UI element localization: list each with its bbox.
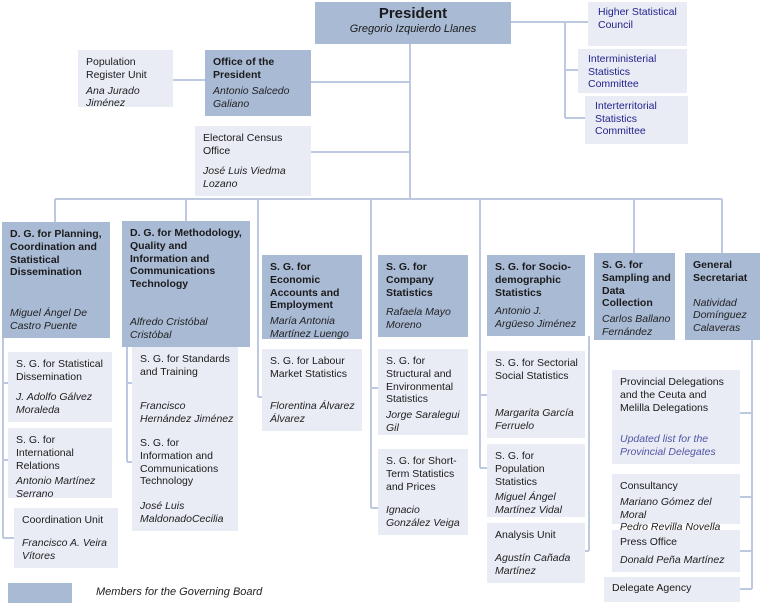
node-title: Coordination Unit — [22, 514, 104, 526]
node-title: Provincial Delegations and the Ceuta and… — [620, 376, 724, 414]
node-title: President — [378, 5, 448, 22]
node-sg-labour-market-statistics: S. G. for Labour Market Statistics Flore… — [262, 349, 362, 431]
node-name: Antonio Martínez Serrano — [16, 475, 96, 501]
node-delegate-agency: Delegate Agency — [604, 577, 740, 602]
node-title: General Secretariat — [693, 259, 748, 284]
node-title: Delegate Agency — [612, 582, 692, 594]
node-title: S. G. for Information and Communications… — [140, 437, 219, 488]
node-name: Mariano Gómez del Moral Pedro Revilla No… — [620, 495, 721, 534]
node-name: Jorge Saralegui Gil — [386, 409, 460, 434]
node-press-office: Press Office Donald Peña Martínez — [612, 530, 740, 572]
node-president: President Gregorio Izquierdo Llanes — [315, 2, 511, 44]
node-name: J. Adolfo Gálvez Moraleda — [16, 391, 93, 417]
node-title: S. G. for Structural and Environmental S… — [386, 355, 454, 406]
node-name: María Antonia Martínez Luengo — [270, 315, 349, 340]
node-coordination-unit: Coordination Unit Francisco A. Veira Vít… — [14, 508, 118, 568]
node-title: S. G. for Standards and Training — [140, 353, 230, 378]
node-sg-population-statistics: S. G. for Population Statistics Miguel Á… — [487, 444, 585, 517]
node-title: S. G. for Labour Market Statistics — [270, 355, 348, 380]
node-name: Francisco Hernández Jiménez — [140, 400, 234, 426]
node-electoral-census-office: Electoral Census Office José Luis Viedma… — [195, 126, 311, 196]
node-name: Miguel Ángel De Castro Puente — [10, 307, 88, 333]
node-dg-methodology-quality-ict: D. G. for Methodology, Quality and Infor… — [122, 221, 250, 347]
node-name: José Luis Viedma Lozano — [203, 165, 286, 191]
node-title: S. G. for International Relations — [16, 434, 74, 472]
node-title: Press Office — [620, 536, 677, 548]
committee-interterritorial-statistics: Interterritorial Statistics Committee — [585, 96, 688, 144]
node-name: José Luis MaldonadoCecilia — [140, 500, 224, 526]
node-title: S. G. for Economic Accounts and Employme… — [270, 261, 340, 312]
node-name: Natividad Domínguez Calaveras — [693, 296, 747, 335]
node-name: Gregorio Izquierdo Llanes — [349, 23, 477, 36]
node-title: Electoral Census Office — [203, 132, 283, 157]
node-provincial-delegations: Provincial Delegations and the Ceuta and… — [612, 370, 740, 464]
node-sg-socio-demographic-statistics: S. G. for Socio-demographic Statistics A… — [487, 255, 585, 336]
committee-label: Higher Statistical Council — [598, 6, 677, 31]
node-sg-structural-environmental-statistics: S. G. for Structural and Environmental S… — [378, 349, 468, 435]
committee-higher-statistical-council: Higher Statistical Council — [588, 2, 687, 46]
node-title: S. G. for Company Statistics — [386, 261, 434, 299]
node-sg-standards-and-training: S. G. for Standards and Training Francis… — [132, 347, 238, 431]
node-sg-sampling-data-collection: S. G. for Sampling and Data Collection C… — [594, 253, 675, 340]
legend-label: Members for the Governing Board — [96, 586, 263, 598]
node-title: Population Register Unit — [86, 56, 147, 81]
node-title: Office of the President — [213, 56, 275, 81]
node-name: Donald Peña Martínez — [620, 554, 725, 567]
node-sg-company-statistics: S. G. for Company Statistics Rafaela May… — [378, 255, 468, 337]
node-title: S. G. for Sectorial Social Statistics — [495, 357, 578, 382]
committee-label: Interterritorial Statistics Committee — [595, 100, 657, 138]
node-title: S. G. for Socio-demographic Statistics — [495, 261, 571, 299]
node-population-register-unit: Population Register Unit Ana Jurado Jimé… — [78, 50, 173, 109]
node-title: Consultancy — [620, 480, 678, 492]
node-name: Carlos Ballano Fernández — [602, 313, 671, 338]
node-sg-sectorial-social-statistics: S. G. for Sectorial Social Statistics Ma… — [487, 351, 585, 438]
node-name: Francisco A. Veira Vítores — [22, 537, 107, 563]
node-general-secretariat: General Secretariat Natividad Domínguez … — [685, 253, 760, 340]
node-name: Alfredo Cristóbal Cristóbal — [130, 316, 208, 342]
node-name: Rafaela Mayo Moreno — [386, 306, 451, 332]
node-name: Florentina Álvarez Álvarez — [270, 400, 355, 426]
node-sg-short-term-statistics-prices: S. G. for Short-Term Statistics and Pric… — [378, 449, 468, 535]
node-sg-statistical-dissemination: S. G. for Statistical Dissemination J. A… — [8, 352, 112, 422]
node-title: D. G. for Methodology, Quality and Infor… — [130, 227, 242, 291]
node-name: Ignacio González Veiga — [386, 504, 460, 530]
node-name: Antonio Salcedo Galiano — [213, 85, 290, 111]
node-title: S. G. for Population Statistics — [495, 450, 545, 488]
node-title: D. G. for Planning, Coordination and Sta… — [10, 228, 102, 279]
provincial-delegates-link[interactable]: Updated list for the Provincial Delegate… — [620, 433, 716, 459]
node-title: Analysis Unit — [495, 529, 556, 541]
node-title: S. G. for Short-Term Statistics and Pric… — [386, 455, 457, 493]
node-name: Ana Jurado Jiménez — [86, 84, 140, 110]
node-name: Miguel Ángel Martínez Vidal — [495, 491, 562, 517]
node-title: S. G. for Sampling and Data Collection — [602, 259, 671, 310]
committee-interministerial-statistics: Interministerial Statistics Committee — [578, 49, 687, 93]
node-consultancy: Consultancy Mariano Gómez del Moral Pedr… — [612, 474, 740, 533]
node-name: Margarita García Ferruelo — [495, 407, 574, 433]
node-sg-economic-accounts-employment: S. G. for Economic Accounts and Employme… — [262, 255, 362, 340]
node-sg-information-communications-technology: S. G. for Information and Communications… — [132, 431, 238, 531]
committee-label: Interministerial Statistics Committee — [588, 53, 657, 91]
node-name: Agustín Cañada Martínez — [495, 552, 571, 578]
node-dg-planning-coordination-dissemination: D. G. for Planning, Coordination and Sta… — [2, 222, 110, 338]
legend-member-swatch — [8, 583, 72, 603]
node-name: Antonio J. Argüeso Jiménez — [495, 305, 577, 331]
node-title: S. G. for Statistical Dissemination — [16, 358, 103, 383]
node-sg-international-relations: S. G. for International Relations Antoni… — [8, 428, 112, 501]
node-office-of-the-president: Office of the President Antonio Salcedo … — [205, 50, 311, 116]
node-analysis-unit: Analysis Unit Agustín Cañada Martínez — [487, 523, 585, 583]
